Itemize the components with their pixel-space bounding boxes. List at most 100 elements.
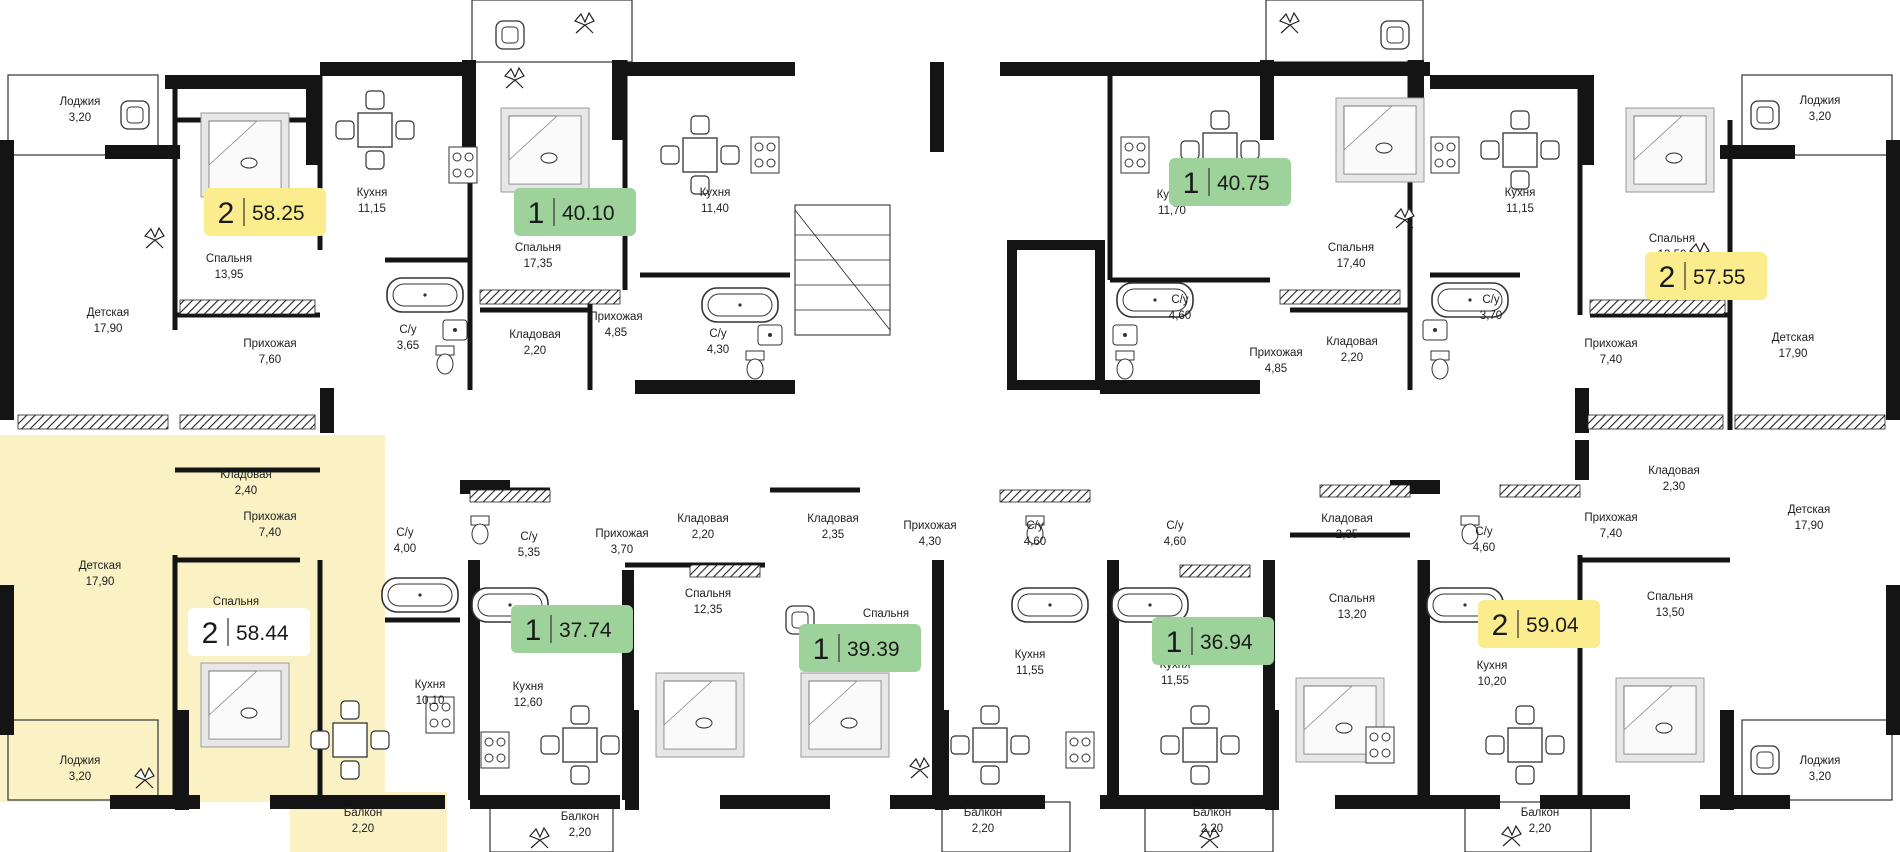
room-area: 3,65: [397, 340, 419, 352]
room-area: 7,60: [259, 354, 281, 366]
badge-room-count: 1: [528, 197, 545, 230]
badge-background: [1478, 600, 1600, 648]
badge-background: [1152, 617, 1274, 665]
room-name: С/у: [709, 328, 727, 340]
room-name: Прихожая: [903, 520, 956, 532]
room-area: 4,60: [1164, 536, 1186, 548]
partition-walls: [172, 60, 1733, 800]
room-name: Кладовая: [1648, 465, 1700, 477]
room-name: Лоджия: [60, 96, 101, 108]
room-name: Кухня: [1505, 187, 1536, 199]
room-area: 3,20: [69, 771, 91, 783]
badge-area: 57.55: [1693, 266, 1746, 289]
room-name: Лоджия: [60, 755, 101, 767]
room-area: 2,20: [352, 823, 374, 835]
room-name: С/у: [1482, 294, 1500, 306]
room-area: 12,35: [694, 604, 723, 616]
room-area: 2,30: [1663, 481, 1685, 493]
room-name: Кладовая: [220, 469, 272, 481]
room-name: Кухня: [415, 679, 446, 691]
room-name: Кладовая: [677, 513, 729, 525]
room-area: 2,20: [1201, 823, 1223, 835]
badge-room-count: 2: [1492, 609, 1509, 642]
room-area: 4,60: [1024, 536, 1046, 548]
badge-area: 59.04: [1526, 614, 1579, 637]
badge-background: [511, 605, 633, 653]
room-name: Детская: [79, 560, 122, 572]
room-area: 4,30: [707, 344, 729, 356]
room-name: Кухня: [1477, 660, 1508, 672]
room-name: С/у: [396, 527, 414, 539]
room-area: 11,15: [358, 203, 386, 215]
room-name: Прихожая: [1584, 512, 1637, 524]
room-area: 11,40: [701, 203, 729, 215]
room-name: Кладовая: [807, 513, 859, 525]
room-name: Кладовая: [1321, 513, 1373, 525]
room-area: 7,40: [259, 527, 281, 539]
room-name: С/у: [399, 324, 417, 336]
room-area: 11,55: [1161, 675, 1189, 687]
room-name: Детская: [87, 307, 130, 319]
room-name: Лоджия: [1800, 95, 1841, 107]
badge-background: [1645, 252, 1767, 300]
room-name: С/у: [1166, 520, 1184, 532]
badge-room-count: 2: [218, 197, 235, 230]
room-area: 7,40: [1600, 354, 1622, 366]
stair-core: [794, 204, 1105, 390]
room-area: 13,50: [1656, 607, 1685, 619]
room-area: 17,90: [94, 323, 123, 335]
room-area: 13,20: [1338, 609, 1367, 621]
badge-background: [188, 608, 310, 656]
room-area: 17,90: [1779, 348, 1808, 360]
room-area: 11,70: [1158, 205, 1186, 217]
room-name: Балкон: [1193, 807, 1232, 819]
room-area: 4,85: [1265, 363, 1287, 375]
room-area: 4,30: [919, 536, 941, 548]
exterior-walls: [0, 60, 1900, 810]
room-area: 11,55: [1016, 665, 1044, 677]
badge-room-count: 1: [813, 633, 830, 666]
room-area: 13,95: [215, 269, 244, 281]
room-area: 3,70: [611, 544, 633, 556]
room-name: Спальня: [685, 588, 731, 600]
room-area: 2,20: [1341, 352, 1363, 364]
room-name: С/у: [1171, 294, 1189, 306]
badge-background: [204, 188, 326, 236]
room-area: 2,20: [569, 827, 591, 839]
room-name: Лоджия: [1800, 755, 1841, 767]
room-name: Спальня: [863, 608, 909, 620]
room-name: Балкон: [344, 807, 383, 819]
room-area: 4,60: [1473, 542, 1495, 554]
room-name: С/у: [1475, 526, 1493, 538]
room-area: 4,85: [605, 327, 627, 339]
room-area: 7,40: [1600, 528, 1622, 540]
room-area: 11,15: [1506, 203, 1534, 215]
room-area: 10,20: [1478, 676, 1507, 688]
room-name: Кухня: [1015, 649, 1046, 661]
room-name: Прихожая: [595, 528, 648, 540]
room-area: 3,70: [1480, 310, 1502, 322]
badge-background: [514, 188, 636, 236]
room-area: 10,10: [416, 695, 445, 707]
room-area: 17,40: [1337, 258, 1366, 270]
room-name: Детская: [1788, 504, 1831, 516]
badge-room-count: 1: [1183, 167, 1200, 200]
badge-area: 39.39: [847, 638, 900, 661]
room-area: 2,35: [822, 529, 844, 541]
room-name: Спальня: [1647, 591, 1693, 603]
room-name: Спальня: [1649, 233, 1695, 245]
badge-area: 40.75: [1217, 172, 1270, 195]
badge-background: [1169, 158, 1291, 206]
room-name: С/у: [1026, 520, 1044, 532]
